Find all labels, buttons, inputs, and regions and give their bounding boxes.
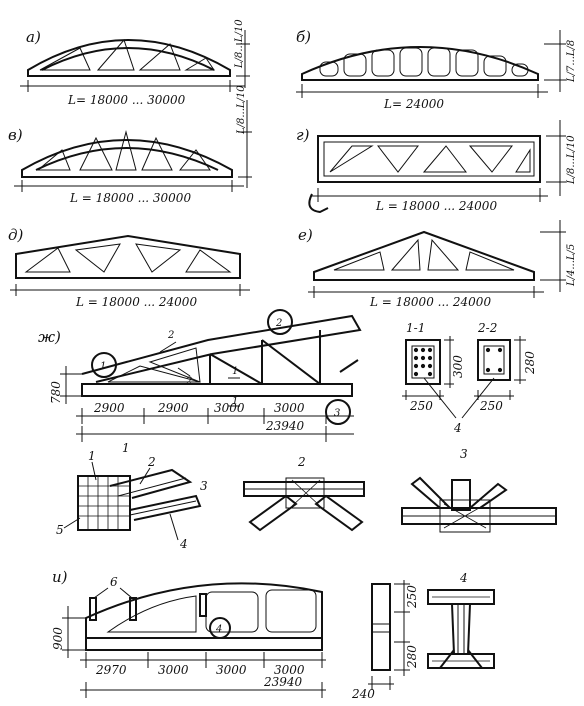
span-g: L = 18000 ... 24000 bbox=[375, 199, 497, 213]
panel-e: е) L = 18000 ... 24000 L/4...L/5 bbox=[298, 220, 577, 309]
panel-zh-2: 2900 bbox=[157, 401, 189, 415]
panel-g: г) L = 18000 ... 24000 L/8...L/10 bbox=[296, 120, 577, 214]
detail-1-title: 1 bbox=[122, 441, 130, 455]
span-a: L= 18000 ... 30000 bbox=[67, 93, 186, 107]
panel-zh-3: 3000 bbox=[214, 401, 245, 415]
section-callout-4: 4 bbox=[453, 421, 462, 435]
total-i: 23940 bbox=[263, 675, 303, 689]
section-2-2-width: 250 bbox=[479, 399, 503, 413]
panel-label-d: д) bbox=[8, 226, 24, 244]
span-b: L= 24000 bbox=[383, 97, 444, 111]
height-zh: 780 bbox=[49, 381, 63, 404]
node-label-1: 1 bbox=[100, 361, 106, 372]
sections-1-1-2-2: 1-1 300 250 2-2 280 250 bbox=[402, 321, 537, 435]
node-label-2: 2 bbox=[275, 318, 282, 329]
detail-1-callout-3: 3 bbox=[200, 479, 208, 493]
section-2-2-title: 2-2 bbox=[477, 321, 497, 335]
section-1-1-width: 250 bbox=[409, 399, 433, 413]
total-zh: 23940 bbox=[265, 419, 305, 433]
section-mark-1b: 1 bbox=[232, 396, 238, 407]
panel-label-i: и) bbox=[52, 568, 68, 586]
panel-i-1: 2970 bbox=[95, 663, 127, 677]
ratio-e: L/4...L/5 bbox=[566, 244, 577, 287]
panel-d: д) L = 18000 ... 24000 bbox=[8, 226, 250, 309]
node-label-4: 4 bbox=[215, 624, 222, 635]
span-d: L = 18000 ... 24000 bbox=[75, 295, 197, 309]
section-1-1-height: 300 bbox=[451, 355, 465, 378]
section-i-bottom: 280 bbox=[405, 645, 419, 669]
ratio-g: L/8...L/10 bbox=[566, 135, 577, 185]
span-v: L = 18000 ... 30000 bbox=[69, 191, 191, 205]
callout-6: 6 bbox=[110, 575, 118, 589]
section-1-1-title: 1-1 bbox=[406, 321, 425, 335]
section-i-top: 250 bbox=[405, 585, 419, 609]
section-i-width: 240 bbox=[351, 687, 375, 701]
panel-v: в) L = 18000 ... 30000 L/8...L/10 bbox=[8, 85, 252, 205]
span-e: L = 18000 ... 24000 bbox=[369, 295, 491, 309]
panel-a: а) L= 18000 ... 30000 L/8...L/10 bbox=[20, 19, 250, 107]
panel-zh-4: 3000 bbox=[274, 401, 305, 415]
panel-label-g: г) bbox=[296, 126, 310, 144]
ratio-a: L/8...L/10 bbox=[234, 19, 245, 69]
node-label-3: 3 bbox=[334, 408, 340, 419]
detail-4-title: 4 bbox=[459, 571, 468, 585]
detail-3-title: 3 bbox=[460, 447, 468, 461]
detail-2-title: 2 bbox=[297, 455, 306, 469]
detail-1-callout-4: 4 bbox=[179, 537, 188, 551]
panel-label-zh: ж) bbox=[38, 328, 61, 346]
ratio-b: L/7...L/8 bbox=[566, 40, 577, 83]
section-i: 250 280 240 bbox=[351, 580, 419, 701]
section-mark-2a: 2 bbox=[167, 330, 174, 341]
panel-i: и) 6 4 900 2970 3000 3000 3000 23940 bbox=[51, 568, 326, 698]
section-2-2-height: 280 bbox=[523, 351, 537, 375]
detail-1-callout-1: 1 bbox=[88, 449, 96, 463]
section-mark-1a: 1 bbox=[232, 366, 238, 377]
ratio-v: L/8...L/10 bbox=[236, 85, 247, 135]
panel-b: б) L= 24000 L/7...L/8 bbox=[296, 28, 577, 111]
detail-1: 1 1 2 3 4 5 bbox=[56, 441, 208, 551]
height-i: 900 bbox=[51, 627, 65, 650]
panel-zh: ж) 1 2 3 2 2 1 1 780 2900 2900 bbox=[38, 309, 362, 442]
detail-1-callout-5: 5 bbox=[56, 523, 64, 537]
panel-zh-1: 2900 bbox=[93, 401, 125, 415]
panel-i-4: 3000 bbox=[274, 663, 305, 677]
detail-2: 2 bbox=[243, 455, 365, 532]
detail-3: 3 bbox=[401, 447, 557, 533]
panel-label-a: а) bbox=[26, 28, 41, 46]
detail-4: 4 bbox=[427, 571, 495, 669]
section-mark-2b: 2 bbox=[185, 376, 192, 387]
detail-1-callout-2: 2 bbox=[147, 455, 156, 469]
panel-i-3: 3000 bbox=[216, 663, 247, 677]
panel-label-b: б) bbox=[296, 28, 311, 46]
panel-label-e: е) bbox=[298, 226, 313, 244]
panel-i-2: 3000 bbox=[158, 663, 189, 677]
panel-label-v: в) bbox=[8, 126, 23, 144]
